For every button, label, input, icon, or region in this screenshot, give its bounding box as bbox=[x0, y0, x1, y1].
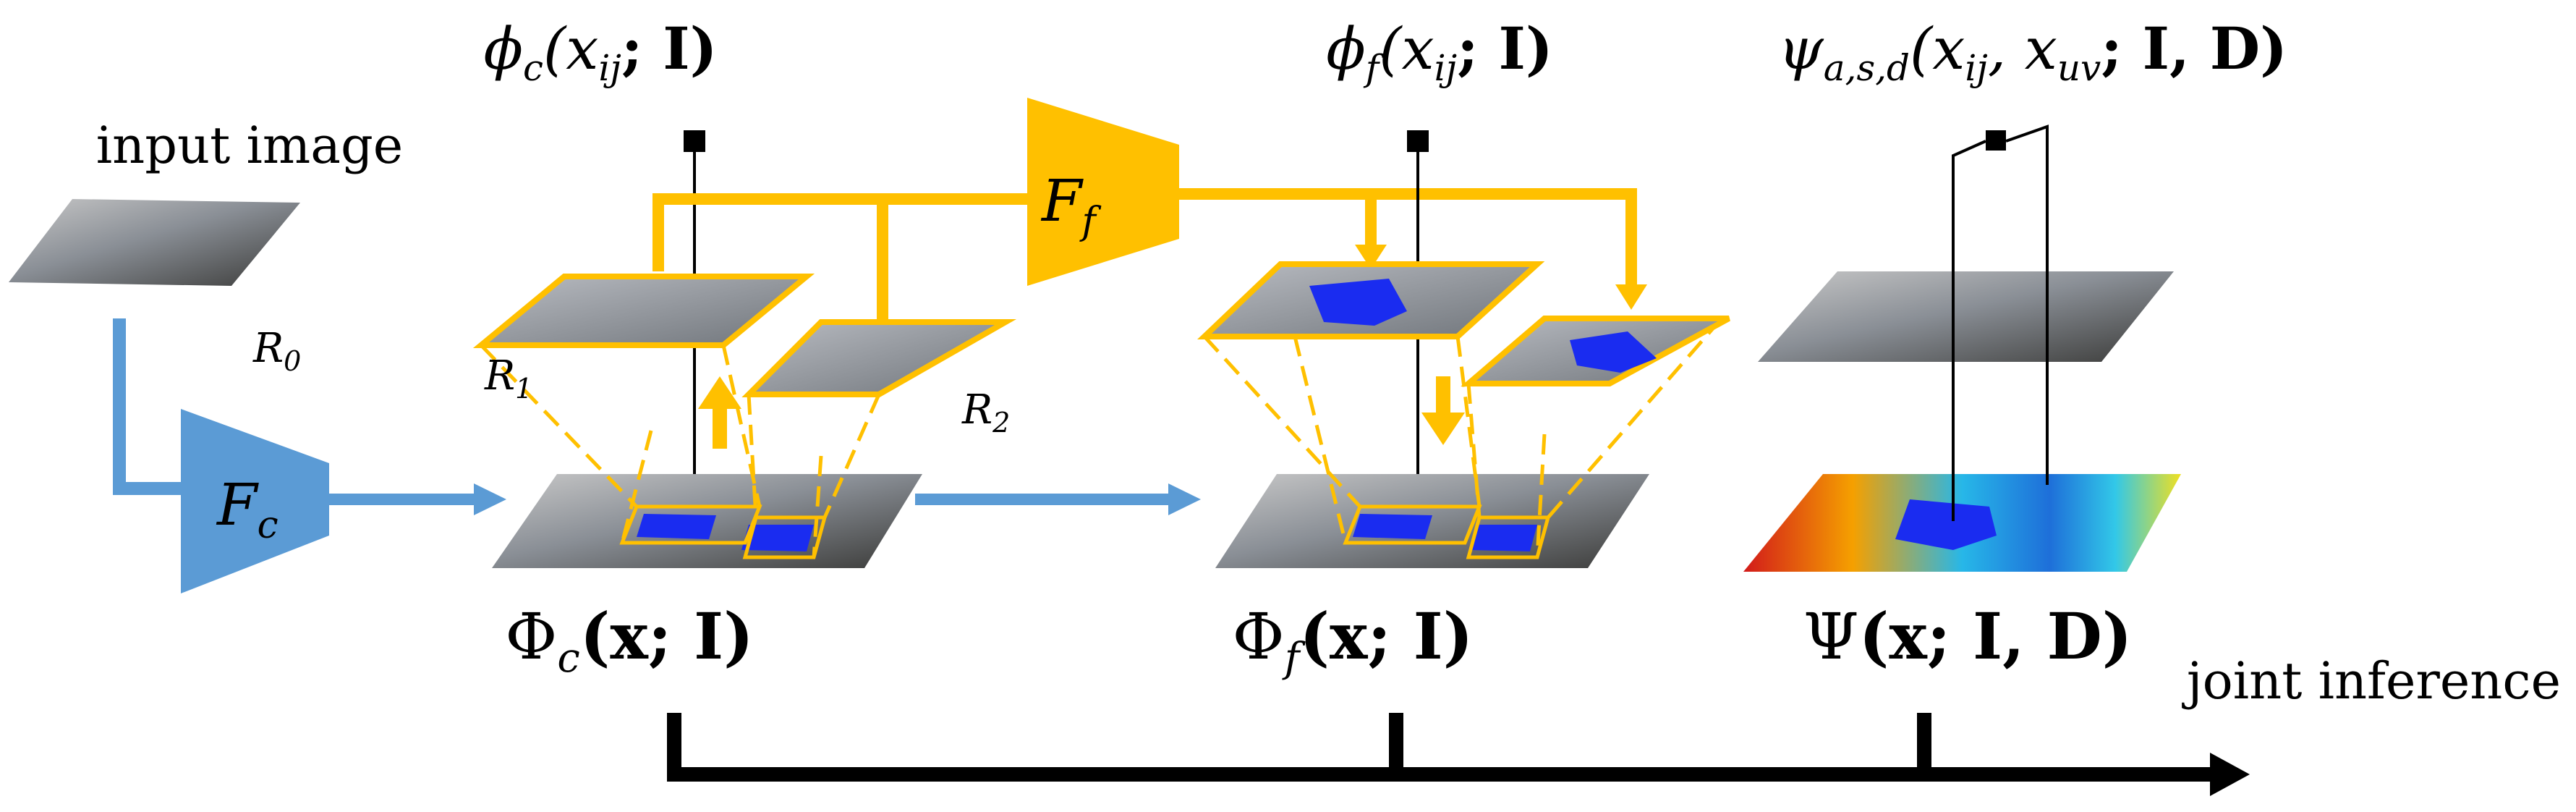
fc-to-coarse-arrowhead bbox=[474, 483, 506, 515]
joint-depth-object bbox=[1895, 499, 1997, 550]
phi-f-equation: ϕf(xij; I) bbox=[1326, 14, 1553, 89]
phi-f-sample-point bbox=[1407, 130, 1429, 152]
input-image-label: input image bbox=[96, 116, 403, 175]
fine-image-plane bbox=[1215, 474, 1649, 568]
fine-down-arrow-head bbox=[1421, 413, 1465, 445]
r0-label: R0 bbox=[252, 325, 301, 377]
Phi-c-equation: Φc(x; I) bbox=[505, 599, 754, 682]
phi-c-equation: ϕc(xij; I) bbox=[483, 14, 717, 89]
Phi-f-equation: Φf(x; I) bbox=[1233, 599, 1474, 682]
crop-up-arrow-head bbox=[698, 376, 741, 409]
fine-r1-mask bbox=[1309, 279, 1407, 326]
phi-c-sample-point bbox=[684, 130, 705, 152]
fc-encoder-block bbox=[181, 409, 329, 593]
Psi-equation: Ψ(x; I, D) bbox=[1803, 599, 2133, 674]
r2-label: R2 bbox=[961, 386, 1010, 439]
fc-label: Fc bbox=[216, 471, 279, 547]
crop-up-arrow-shaft bbox=[713, 405, 727, 449]
joint-inference-arrowhead bbox=[2210, 753, 2250, 796]
coarse-projection-lines bbox=[480, 344, 881, 558]
ff-output-connector bbox=[1179, 188, 1637, 289]
ff-to-r2-arrowhead bbox=[1615, 284, 1647, 310]
coarse-to-fine-arrowhead bbox=[1168, 483, 1201, 515]
r1-crop-image bbox=[472, 274, 815, 348]
ff-refine-block bbox=[1027, 98, 1179, 286]
joint-inference-bar bbox=[667, 713, 2214, 782]
psi-sample-point bbox=[1986, 130, 2006, 151]
psi-bracket bbox=[1952, 124, 2049, 521]
coarse-mask-r1 bbox=[637, 514, 716, 539]
fine-mask-r1 bbox=[1353, 514, 1432, 539]
r2-crop-image bbox=[741, 319, 1017, 397]
ff-to-r1-arrowhead bbox=[1355, 245, 1387, 269]
input-image-plane bbox=[9, 199, 300, 286]
joint-inference-label: joint inference bbox=[2182, 651, 2561, 711]
fine-down-arrow-shaft bbox=[1436, 376, 1450, 416]
input-to-fc-arrow bbox=[113, 318, 181, 495]
psi-equation: ψa,s,d(xij, xuv; I, D) bbox=[1778, 14, 2287, 89]
coarse-mask-r2 bbox=[741, 525, 814, 551]
fine-r2-mask bbox=[1570, 331, 1657, 373]
fine-projection-lines bbox=[1203, 317, 1723, 558]
fine-box-r1 bbox=[1343, 504, 1482, 545]
r1-label: R1 bbox=[484, 352, 532, 405]
fine-mask-r2 bbox=[1468, 525, 1537, 551]
joint-rgb-image bbox=[1758, 271, 2174, 362]
